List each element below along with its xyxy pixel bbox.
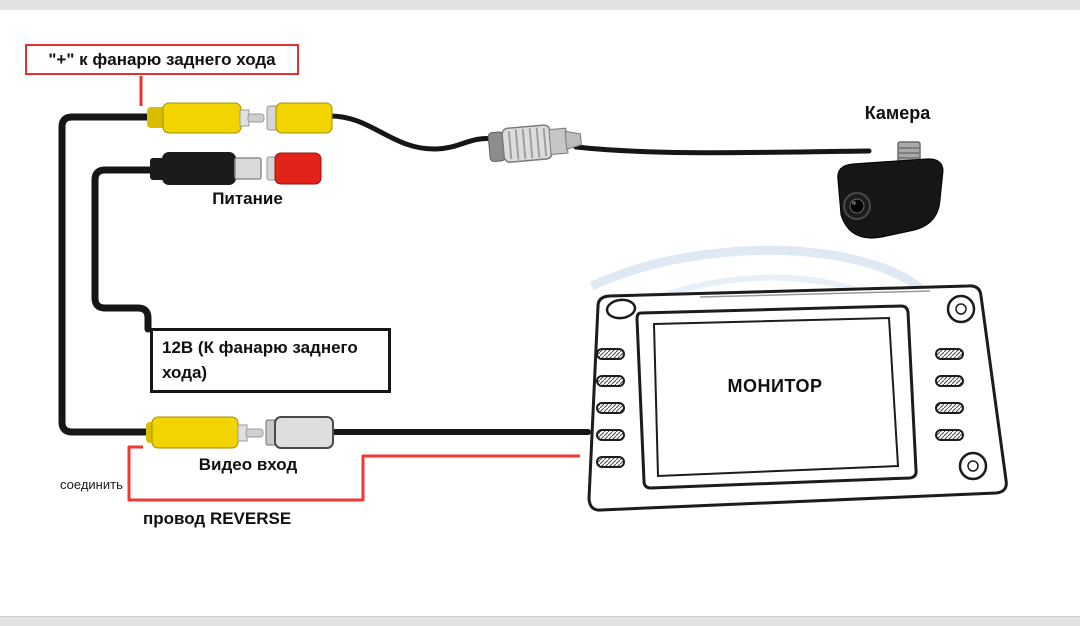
callout-twelve-volt: 12В (К фанарю заднего хода): [150, 328, 391, 394]
camera-illustration: [837, 141, 944, 239]
monitor-illustration: [587, 284, 1008, 512]
wire-reverse-red: [127, 445, 580, 502]
wire-camera-left-segment: [327, 113, 497, 152]
rca-female-yellow-top: [266, 102, 333, 134]
rca-female-red: [266, 152, 322, 185]
callout-reverse-light-plus-text: "+" к фанарю заднего хода: [48, 49, 276, 69]
callout-twelve-volt-text: 12В (К фанарю заднего хода): [162, 338, 358, 382]
wire-video-left: [58, 113, 156, 436]
wire-power-left: [91, 166, 158, 333]
power-plug-black: [150, 152, 262, 185]
rca-male-yellow-top: [147, 102, 265, 134]
rca-female-gray-bottom: [265, 416, 334, 449]
wire-camera-right-segment: [573, 144, 872, 156]
label-monitor: МОНИТОР: [727, 376, 823, 396]
label-connect-hint: соединить: [60, 477, 123, 492]
rca-male-yellow-bottom: [146, 416, 264, 449]
label-camera: Камера: [864, 103, 931, 123]
inline-barrel-connector: [487, 124, 582, 163]
top-edge-strip: [0, 0, 1080, 10]
label-power: Питание: [212, 189, 283, 208]
label-reverse-wire: провод REVERSE: [143, 509, 292, 528]
label-video-input: Видео вход: [198, 455, 298, 474]
callout-reverse-light-plus: "+" к фанарю заднего хода: [25, 44, 299, 75]
bottom-edge-strip: [0, 616, 1080, 626]
